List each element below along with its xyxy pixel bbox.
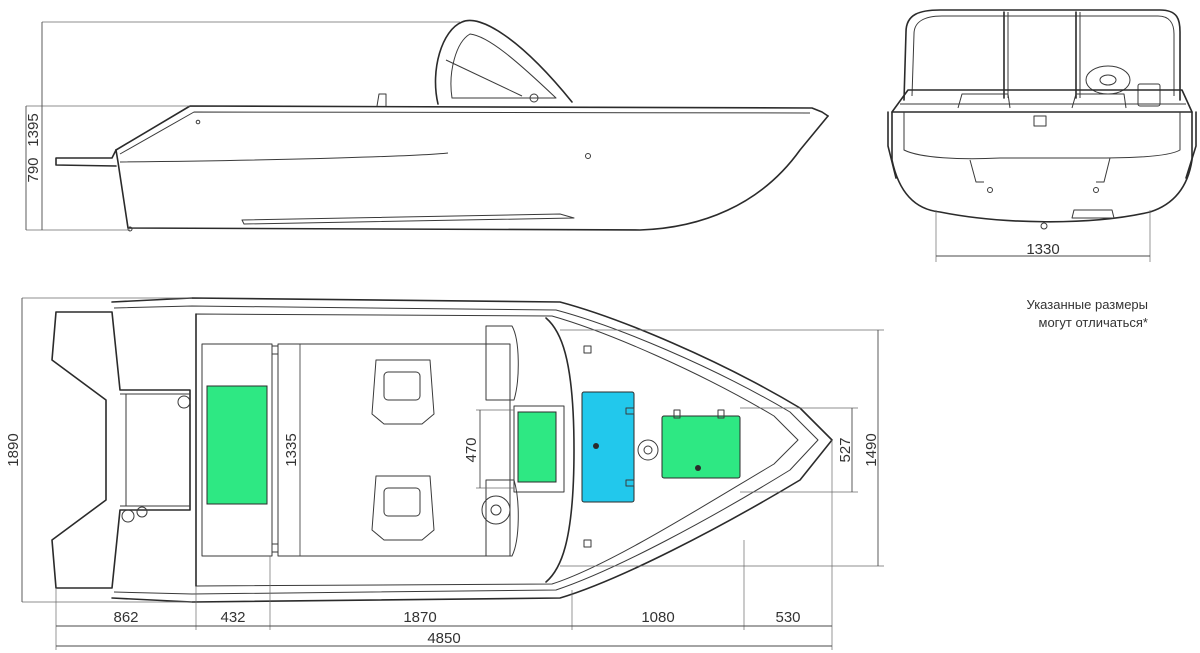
dimensions-disclaimer: Указанные размеры могут отличаться*	[1000, 296, 1148, 332]
dim-seg-1870: 1870	[403, 609, 436, 626]
bolt	[195, 119, 201, 125]
dim-bow-1490: 1490	[863, 433, 880, 466]
grab-handle	[376, 93, 387, 107]
motor-mount-right	[1096, 157, 1111, 183]
port-console	[485, 325, 519, 401]
transom-bracket	[55, 149, 117, 167]
dim-walkway-width: 470	[463, 437, 480, 462]
motor-well	[120, 393, 190, 507]
bolt	[585, 153, 591, 159]
top-dimensions: 1890 1335 470 527 1490 862 432 1870 1080…	[5, 297, 884, 650]
cockpit-floor	[277, 343, 511, 557]
dim-top-width: 1890	[5, 433, 22, 466]
gunwale-line	[115, 105, 829, 151]
hull-top-rail	[113, 305, 819, 595]
side-dimensions: 1395 790	[25, 21, 460, 231]
rear-canopy	[903, 9, 1181, 101]
cyan-hatch	[581, 391, 635, 503]
bolt	[127, 226, 133, 232]
spray-rail	[119, 152, 449, 163]
rear-seat-left	[957, 93, 1011, 109]
rear-dimensions: 1330	[935, 210, 1151, 262]
windshield-glass	[450, 33, 557, 99]
dim-inner-width: 1335	[283, 433, 300, 466]
deck-outline	[195, 313, 799, 587]
dim-seg-432: 432	[220, 609, 245, 626]
dim-seg-1080: 1080	[641, 609, 674, 626]
stern-sponsons	[51, 311, 191, 589]
dim-seg-530: 530	[775, 609, 800, 626]
walkway-frame	[513, 405, 565, 493]
disclaimer-line-2: могут отличаться*	[1038, 315, 1148, 330]
rear-view	[887, 9, 1197, 230]
rear-canopy-inner	[911, 15, 1175, 97]
hatch-lock	[593, 443, 599, 449]
side-view	[55, 19, 829, 232]
aft-bench	[201, 343, 273, 557]
dim-seg-862: 862	[113, 609, 138, 626]
starboard-console	[485, 479, 519, 557]
rear-seat-right	[1071, 93, 1127, 109]
side-rail-right	[1185, 111, 1197, 179]
name-plate	[1071, 209, 1115, 219]
passenger-seat	[371, 475, 435, 541]
rear-hull	[891, 111, 1193, 223]
walkway-hatch	[517, 411, 557, 483]
green-bow-hatch	[661, 415, 741, 479]
dim-bow-527: 527	[837, 437, 854, 462]
disclaimer-line-1: Указанные размеры	[1026, 297, 1148, 312]
rear-deck	[891, 89, 1193, 113]
dashboard-panel	[1137, 83, 1161, 107]
aft-seat-cushion	[206, 385, 268, 505]
top-view	[51, 297, 833, 603]
dim-side-height-hull: 790	[25, 157, 42, 182]
windshield-frame	[434, 19, 573, 105]
keel-strake	[241, 213, 575, 225]
side-fitting	[529, 93, 539, 103]
transom-plate	[903, 112, 1181, 160]
gunwale-inner	[119, 111, 811, 155]
hull-outline	[115, 115, 829, 231]
side-rail-left	[887, 111, 897, 179]
dim-rear-width: 1330	[1026, 241, 1059, 258]
driver-seat	[371, 359, 435, 425]
motor-mount-left	[969, 159, 984, 183]
dim-side-height-total: 1395	[25, 113, 42, 146]
drain-plug	[1033, 115, 1047, 127]
bow-cleat-icon	[637, 439, 659, 461]
top-steering-wheel-icon	[481, 495, 511, 525]
windshield-top	[545, 317, 575, 583]
dim-total-length: 4850	[427, 630, 460, 647]
windshield-strut	[445, 59, 523, 97]
fuel-cap-icon	[177, 395, 191, 409]
